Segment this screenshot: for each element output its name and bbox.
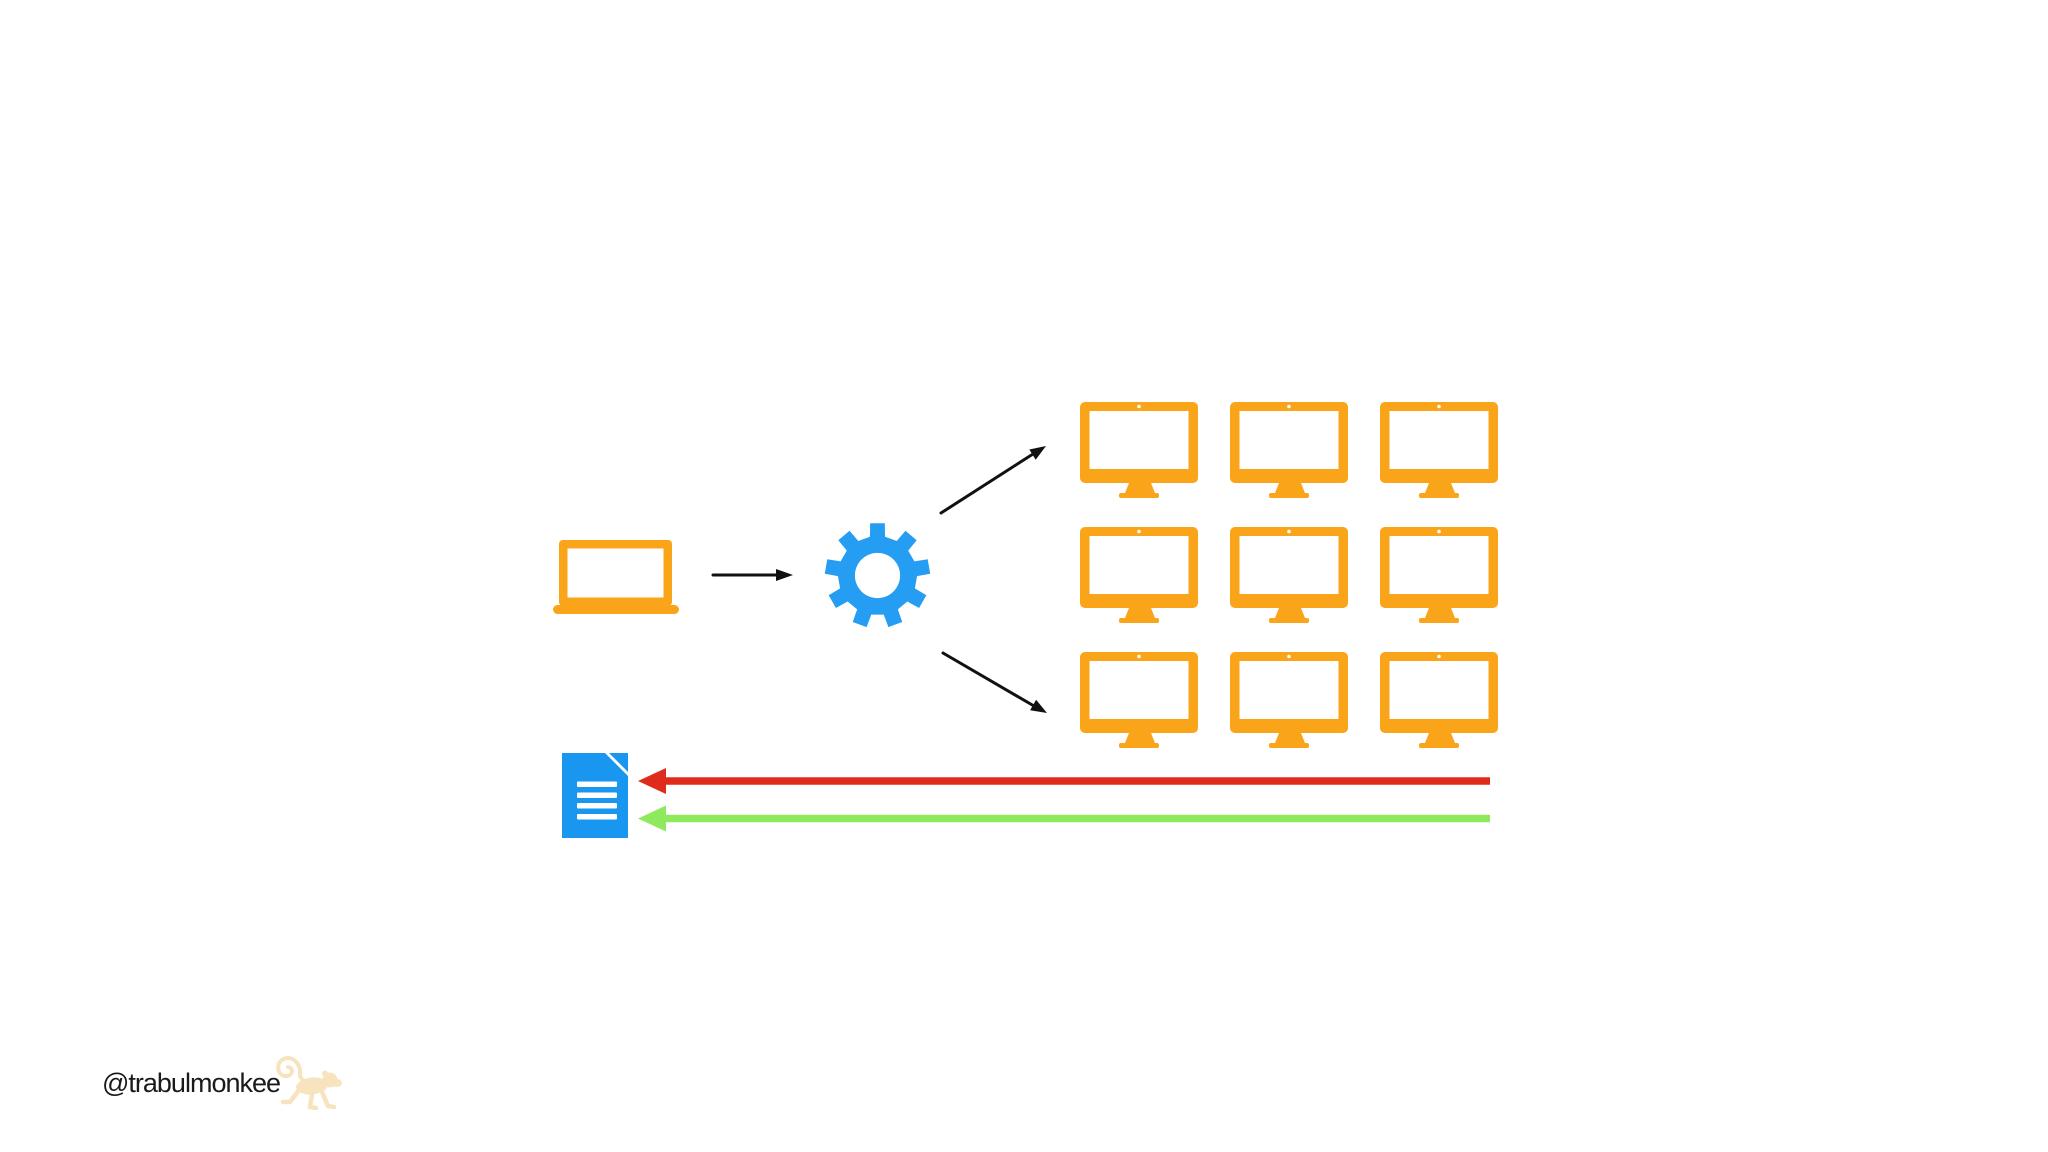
monitor-grid <box>1080 402 1498 748</box>
arrow-gear-to-bottom-row <box>941 651 1047 713</box>
monitor-icon <box>1380 402 1498 498</box>
gear-icon <box>821 519 934 632</box>
monitor-icon <box>1080 402 1198 498</box>
monitor-icon <box>1230 652 1348 748</box>
document-icon <box>562 753 628 838</box>
arrow-laptop-to-gear <box>711 569 793 581</box>
monkey-logo-icon <box>270 1050 352 1110</box>
arrow-monitors-to-document-red <box>638 768 1490 794</box>
monitor-icon <box>1080 652 1198 748</box>
monitor-icon <box>1080 527 1198 623</box>
monitor-icon <box>1230 527 1348 623</box>
monitor-icon <box>1230 402 1348 498</box>
monitor-icon <box>1380 527 1498 623</box>
arrow-gear-to-top-row <box>939 446 1046 515</box>
watermark-handle: @trabulmonkee <box>102 1068 281 1098</box>
monitor-icon <box>1380 652 1498 748</box>
arrow-monitors-to-document-green <box>638 805 1490 832</box>
laptop-icon <box>553 540 679 614</box>
